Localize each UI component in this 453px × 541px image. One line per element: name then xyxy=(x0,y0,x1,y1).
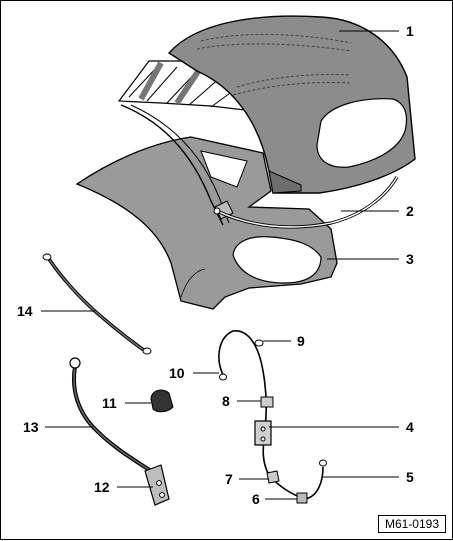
callout-10: 10 xyxy=(169,365,185,381)
callout-6: 6 xyxy=(252,491,260,507)
callout-7: 7 xyxy=(225,471,233,487)
callout-9: 9 xyxy=(297,333,305,349)
check-strap xyxy=(69,357,153,473)
rear-quarter-trim-panel xyxy=(75,136,338,310)
convertible-top-cover xyxy=(167,15,416,194)
callout-4: 4 xyxy=(406,419,414,435)
callout-5: 5 xyxy=(406,469,414,485)
callout-3: 3 xyxy=(406,251,414,267)
callout-11: 11 xyxy=(102,395,117,411)
tether-strap xyxy=(42,253,152,355)
top-frame-bows xyxy=(117,60,258,226)
callout-1: 1 xyxy=(406,23,414,39)
callout-13: 13 xyxy=(23,419,39,435)
tensioning-cable xyxy=(213,176,399,229)
rubber-cap xyxy=(150,389,174,413)
figure-reference-code: M61-0193 xyxy=(377,515,446,533)
ground-strap-assembly xyxy=(218,330,327,504)
callout-2: 2 xyxy=(406,203,414,219)
callout-12: 12 xyxy=(94,479,110,495)
callout-8: 8 xyxy=(222,393,230,409)
leader-lines xyxy=(41,30,399,500)
callout-14: 14 xyxy=(17,303,33,319)
strap-bracket xyxy=(144,464,170,506)
callout-labels: 1 2 3 4 5 6 7 8 9 10 11 12 13 14 xyxy=(17,23,414,507)
